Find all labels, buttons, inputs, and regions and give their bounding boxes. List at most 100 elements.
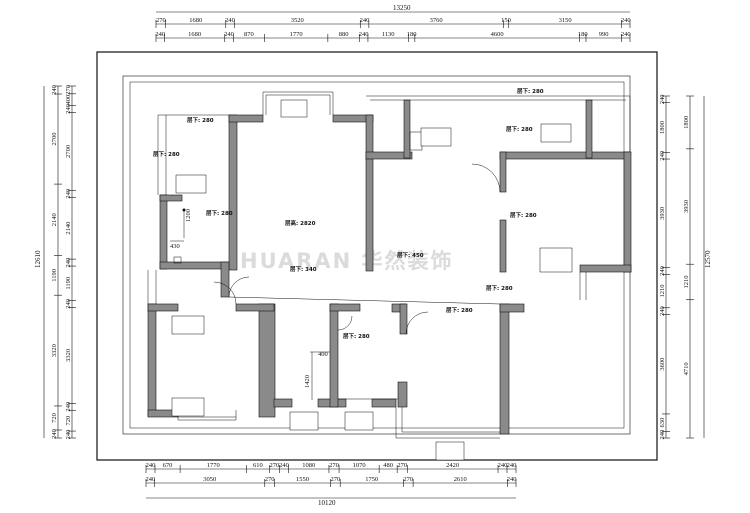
dimension-value: 990 <box>599 31 609 38</box>
dimension-value: 240 <box>360 17 370 24</box>
dimension-value: 240 <box>659 266 666 276</box>
dimension-value: 610 <box>253 462 263 469</box>
label-1420: 1420 <box>304 375 311 388</box>
dimension-value: 2610 <box>454 476 467 483</box>
right-dimension-lines <box>665 96 705 438</box>
dimension-value: 240 <box>507 462 517 469</box>
label-ceiling-450: 层下: 450 <box>397 251 424 259</box>
label-ceiling-f: 层下: 280 <box>510 211 537 219</box>
dimension-value: 240 <box>65 258 72 268</box>
right-total-dimension: 12570 <box>704 250 712 268</box>
dimension-value: 3520 <box>291 17 304 24</box>
measure-lines <box>170 210 330 400</box>
left-total-dimension: 12610 <box>34 250 42 268</box>
dimension-value: 240 <box>155 31 165 38</box>
dimension-value: 1770 <box>290 31 303 38</box>
dimension-value: 880 <box>339 31 349 38</box>
dimension-value: 270 <box>397 462 407 469</box>
dimension-value: 240 <box>51 85 58 95</box>
dimension-value: 3150 <box>559 17 572 24</box>
label-ceiling-i: 层下: 280 <box>343 332 370 340</box>
label-ceiling-g: 层下: 280 <box>486 284 513 292</box>
dimension-value: 240 <box>224 31 234 38</box>
drawing-frame <box>96 51 658 461</box>
dimension-value: 270 <box>156 17 166 24</box>
dimension-value: 270 <box>403 476 413 483</box>
label-1200: 1200 <box>185 209 192 222</box>
dimension-value: 2420 <box>446 462 459 469</box>
dimension-value: 3320 <box>65 349 72 362</box>
dimension-value: 3050 <box>203 476 216 483</box>
dimension-value: 240 <box>146 462 156 469</box>
label-dining-height: 层高: 2820 <box>285 219 316 227</box>
label-ceiling-c: 层下: 280 <box>206 209 233 217</box>
dimension-value: 180 <box>578 31 588 38</box>
dimension-value: 4710 <box>683 362 690 375</box>
dimension-value: 670 <box>163 462 173 469</box>
dimension-value: 240 <box>659 430 666 440</box>
dimension-value: 1190 <box>65 277 72 290</box>
dimension-value: 240 <box>51 429 58 439</box>
dimension-value: 240 <box>65 189 72 199</box>
dimension-value: 400 <box>65 95 72 105</box>
dimension-value: 2140 <box>65 222 72 235</box>
dimension-value: 1080 <box>302 462 315 469</box>
dimension-value: 240 <box>359 31 369 38</box>
dimension-value: 1210 <box>659 285 666 298</box>
label-ceiling-d: 层下: 280 <box>517 87 544 95</box>
dimension-value: 240 <box>65 104 72 114</box>
watermark-logo: HUARAN 华然装饰 <box>240 249 454 273</box>
dimension-value: 1680 <box>188 31 201 38</box>
dimension-value: 2700 <box>65 145 72 158</box>
marker-dot <box>182 208 186 212</box>
dimension-value: 240 <box>659 94 666 104</box>
dimension-value: 720 <box>65 416 72 426</box>
dimension-value: 240 <box>225 17 235 24</box>
label-ceiling-b: 层下: 280 <box>153 150 180 158</box>
dimension-value: 270 <box>329 462 339 469</box>
dimension-value: 1550 <box>296 476 309 483</box>
dimension-value: 240 <box>65 430 72 440</box>
bottom-dims-row1: 240 670 1770 610 270 240 1080 270 1070 480 270 2420… <box>146 462 517 473</box>
dimension-value: 240 <box>498 462 508 469</box>
dimension-value: 240 <box>621 31 631 38</box>
left-dims-inner: 2704002402700240214024011902403320240720… <box>65 85 76 439</box>
top-dimension-lines <box>156 11 630 39</box>
dimension-value: 270 <box>65 85 72 95</box>
dimension-value: 270 <box>270 462 280 469</box>
dimension-value: 240 <box>621 17 631 24</box>
left-dimension-lines <box>43 86 73 438</box>
label-ceiling-e: 层下: 280 <box>506 125 533 133</box>
dimension-value: 3930 <box>683 200 690 213</box>
placards <box>171 99 572 461</box>
dimension-value: 1800 <box>659 121 666 134</box>
label-ceiling-h: 层下: 280 <box>446 306 473 314</box>
dimension-value: 240 <box>65 402 72 412</box>
label-ceiling-a: 层下: 280 <box>187 116 214 124</box>
thin-lines <box>147 91 631 439</box>
dimension-value: 1070 <box>353 462 366 469</box>
dimension-value: 240 <box>65 299 72 309</box>
walls <box>147 99 632 435</box>
dimension-value: 480 <box>383 462 393 469</box>
dimension-value: 240 <box>145 476 155 483</box>
dimension-value: 630 <box>659 418 666 428</box>
dimension-value: 270 <box>330 476 340 483</box>
dimension-value: 1750 <box>365 476 378 483</box>
dimension-value: 180 <box>407 31 417 38</box>
dimension-value: 1770 <box>207 462 220 469</box>
bottom-total-dimension: 10120 <box>318 499 336 507</box>
dimension-value: 1680 <box>189 17 202 24</box>
dimension-value: 3320 <box>51 344 58 357</box>
dimension-value: 1190 <box>51 269 58 282</box>
dimension-value: 870 <box>244 31 254 38</box>
dimension-value: 240 <box>659 306 666 316</box>
dimension-value: 2140 <box>51 213 58 226</box>
